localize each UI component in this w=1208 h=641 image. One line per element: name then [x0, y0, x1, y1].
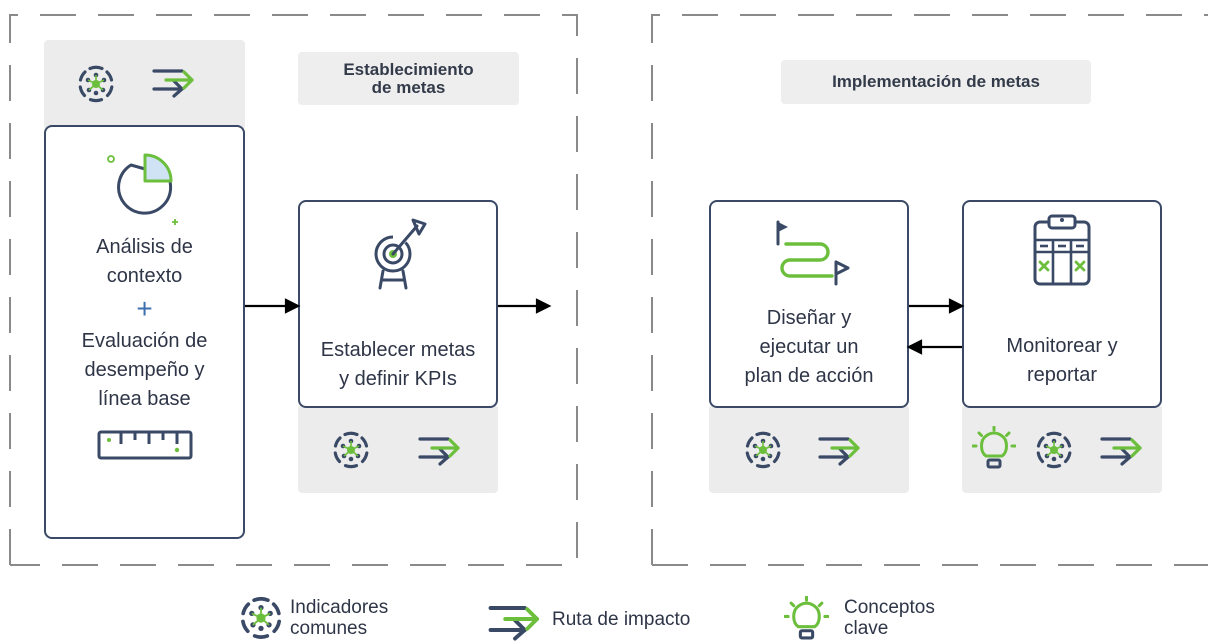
legend-indicators-icon — [238, 595, 284, 641]
legend-impact-path-label: Ruta de impacto — [552, 609, 691, 630]
monitor-line1: Monitorear y — [1006, 335, 1118, 357]
context-analysis-line5: línea base — [98, 388, 191, 410]
context-analysis-line1: Análisis de — [96, 236, 193, 258]
legend-key-concepts-label: Conceptos clave — [844, 597, 935, 639]
context-analysis-line4: desempeño y — [84, 359, 205, 381]
ruler-icon — [97, 430, 192, 460]
legend-indicators-label: Indicadores comunes — [290, 597, 389, 639]
pie-chart-icon — [106, 153, 178, 225]
set-goals-line2: y definir KPIs — [339, 368, 457, 390]
action-plan-card: Diseñar y ejecutar un plan de acción — [709, 200, 909, 408]
plus-sign: + — [136, 293, 153, 324]
legend-key-concepts-icon — [784, 596, 829, 641]
set-goals-card: Establecer metas y definir KPIs — [298, 200, 498, 408]
goal-implementation-title: Implementación de metas — [781, 60, 1091, 104]
monitor-card: Monitorear y reportar — [962, 200, 1162, 408]
monitor-line2: reportar — [1026, 364, 1098, 386]
clipboard-icon — [1033, 214, 1091, 286]
goal-setting-title-line2: de metas — [371, 77, 446, 97]
route-flags-icon — [776, 220, 850, 286]
legend-impact-path-icon — [488, 597, 542, 641]
context-analysis-line3: Evaluación de — [81, 330, 208, 352]
goal-setting-title-line1: Establecimiento — [343, 59, 474, 79]
set-goals-panel — [298, 405, 498, 493]
context-analysis-card: Análisis de contexto + Evaluación de des… — [44, 125, 245, 539]
context-analysis-panel — [44, 40, 245, 130]
action-plan-panel — [709, 405, 909, 493]
action-plan-line1: Diseñar y — [766, 307, 852, 329]
target-icon — [374, 218, 427, 290]
action-plan-line2: ejecutar un — [759, 336, 859, 358]
action-plan-line3: plan de acción — [744, 365, 874, 387]
context-analysis-line2: contexto — [106, 265, 183, 287]
goal-setting-title: Establecimiento de metas — [298, 52, 519, 105]
set-goals-line1: Establecer metas — [320, 339, 476, 361]
